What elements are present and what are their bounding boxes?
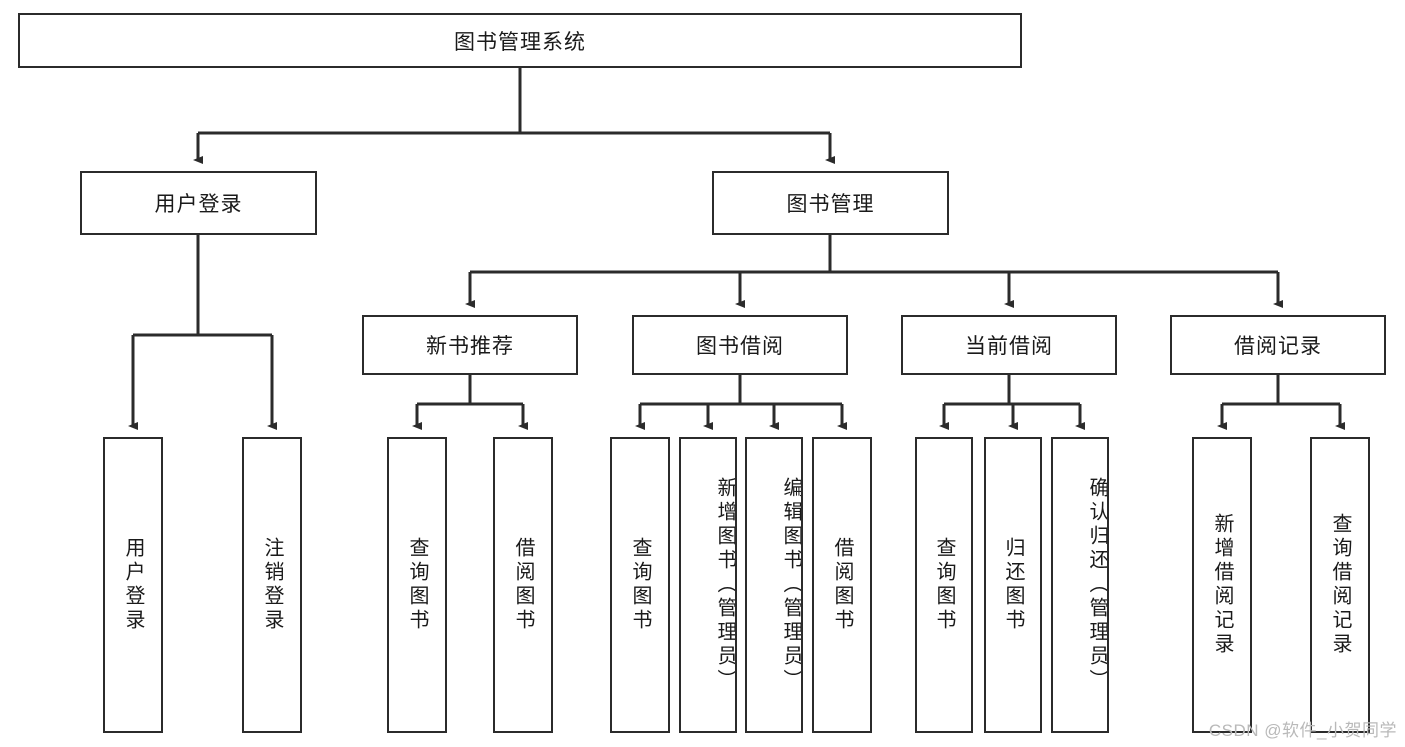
- leaf-current-borrow-3[interactable]: 确认归还（管理员）: [1051, 437, 1109, 733]
- node-new-book-recommend[interactable]: 新书推荐: [362, 315, 578, 375]
- leaf-borrow-record-1[interactable]: 新增借阅记录: [1192, 437, 1252, 733]
- leaf-borrow-record-1-label: 新增借阅记录: [1211, 513, 1233, 657]
- leaf-user-login-1-label: 用户登录: [122, 537, 144, 633]
- leaf-book-borrow-2-label: 新增图书（管理员）: [714, 477, 736, 693]
- leaf-borrow-record-2[interactable]: 查询借阅记录: [1310, 437, 1370, 733]
- leaf-borrow-record-2-label: 查询借阅记录: [1329, 513, 1351, 657]
- leaf-user-login-2-label: 注销登录: [261, 537, 283, 633]
- node-current-borrow[interactable]: 当前借阅: [901, 315, 1117, 375]
- leaf-book-borrow-2[interactable]: 新增图书（管理员）: [679, 437, 737, 733]
- node-current-borrow-label: 当前借阅: [965, 335, 1053, 358]
- node-user-login-label: 用户登录: [154, 193, 243, 216]
- node-root[interactable]: 图书管理系统: [18, 13, 1022, 68]
- leaf-book-borrow-4[interactable]: 借阅图书: [812, 437, 872, 733]
- leaf-current-borrow-3-label: 确认归还（管理员）: [1086, 477, 1108, 693]
- leaf-book-borrow-1-label: 查询图书: [629, 537, 651, 633]
- node-book-manage-label: 图书管理: [786, 193, 875, 216]
- node-book-borrow[interactable]: 图书借阅: [632, 315, 848, 375]
- node-borrow-record[interactable]: 借阅记录: [1170, 315, 1386, 375]
- leaf-new-book-1-label: 查询图书: [406, 537, 428, 633]
- leaf-new-book-2-label: 借阅图书: [512, 537, 534, 633]
- leaf-book-borrow-1[interactable]: 查询图书: [610, 437, 670, 733]
- leaf-current-borrow-2-label: 归还图书: [1002, 537, 1024, 633]
- leaf-book-borrow-3-label: 编辑图书（管理员）: [780, 477, 802, 693]
- node-borrow-record-label: 借阅记录: [1234, 335, 1322, 358]
- leaf-current-borrow-1[interactable]: 查询图书: [915, 437, 973, 733]
- leaf-user-login-1[interactable]: 用户登录: [103, 437, 163, 733]
- leaf-current-borrow-1-label: 查询图书: [933, 537, 955, 633]
- node-book-manage[interactable]: 图书管理: [712, 171, 949, 235]
- watermark: CSDN @软件_小贺同学: [1208, 721, 1397, 740]
- leaf-current-borrow-2[interactable]: 归还图书: [984, 437, 1042, 733]
- node-new-book-recommend-label: 新书推荐: [426, 335, 514, 358]
- leaf-book-borrow-4-label: 借阅图书: [831, 537, 853, 633]
- leaf-new-book-2[interactable]: 借阅图书: [493, 437, 553, 733]
- node-user-login[interactable]: 用户登录: [80, 171, 317, 235]
- node-book-borrow-label: 图书借阅: [696, 335, 784, 358]
- leaf-new-book-1[interactable]: 查询图书: [387, 437, 447, 733]
- leaf-user-login-2[interactable]: 注销登录: [242, 437, 302, 733]
- node-root-label: 图书管理系统: [454, 30, 586, 54]
- leaf-book-borrow-3[interactable]: 编辑图书（管理员）: [745, 437, 803, 733]
